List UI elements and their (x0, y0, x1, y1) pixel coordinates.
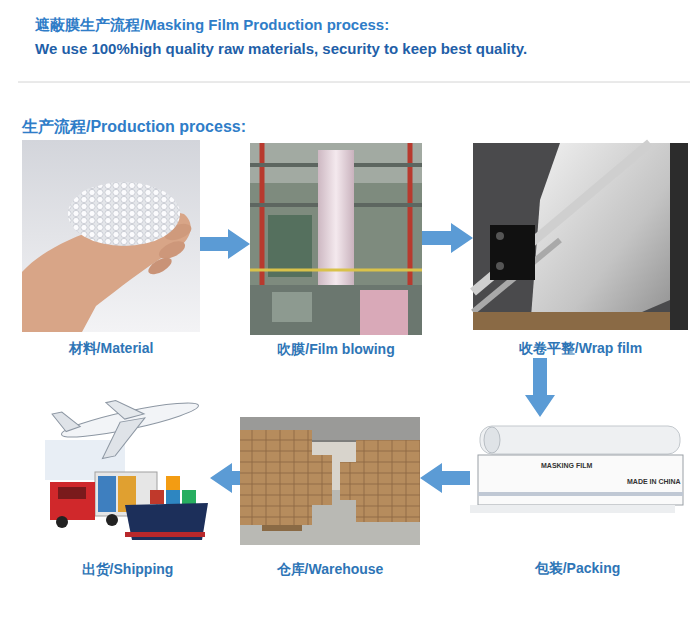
step-caption: 收卷平整/Wrap film (473, 340, 688, 358)
process-step: 吹膜/Film blowing (250, 143, 422, 359)
process-step: 出货/Shipping (45, 388, 210, 579)
flow-arrow (200, 229, 250, 259)
flow-arrow (525, 358, 555, 417)
material-photo (22, 140, 200, 332)
step-caption: 出货/Shipping (45, 561, 210, 579)
box-print: MASKING FILM (540, 462, 593, 469)
process-step: 材料/Material (22, 140, 200, 358)
step-caption: 材料/Material (22, 340, 200, 358)
step-caption: 吹膜/Film blowing (250, 341, 422, 359)
shipping-photo (45, 384, 210, 545)
flow-arrow (422, 223, 473, 253)
diagram-title: 遮蔽膜生产流程/Masking Film Production process: (35, 16, 389, 35)
step-caption: 仓库/Warehouse (240, 561, 420, 579)
warehouse-photo (240, 417, 420, 545)
flow-arrow (210, 463, 240, 493)
packing-photo (470, 417, 685, 540)
subtitle: We use 100%high quality raw materials, s… (35, 40, 527, 57)
process-step: 仓库/Warehouse (240, 417, 420, 579)
process-step: 包装/Packing (470, 417, 685, 578)
section-heading: 生产流程/Production process: (22, 117, 246, 138)
process-step: 收卷平整/Wrap film (473, 143, 688, 358)
flow-arrow (420, 463, 470, 493)
step-caption: 包装/Packing (470, 560, 685, 578)
wrap-film-photo (473, 143, 688, 330)
film-blowing-photo (250, 143, 422, 335)
box-print: MADE IN CHINA (626, 478, 682, 485)
